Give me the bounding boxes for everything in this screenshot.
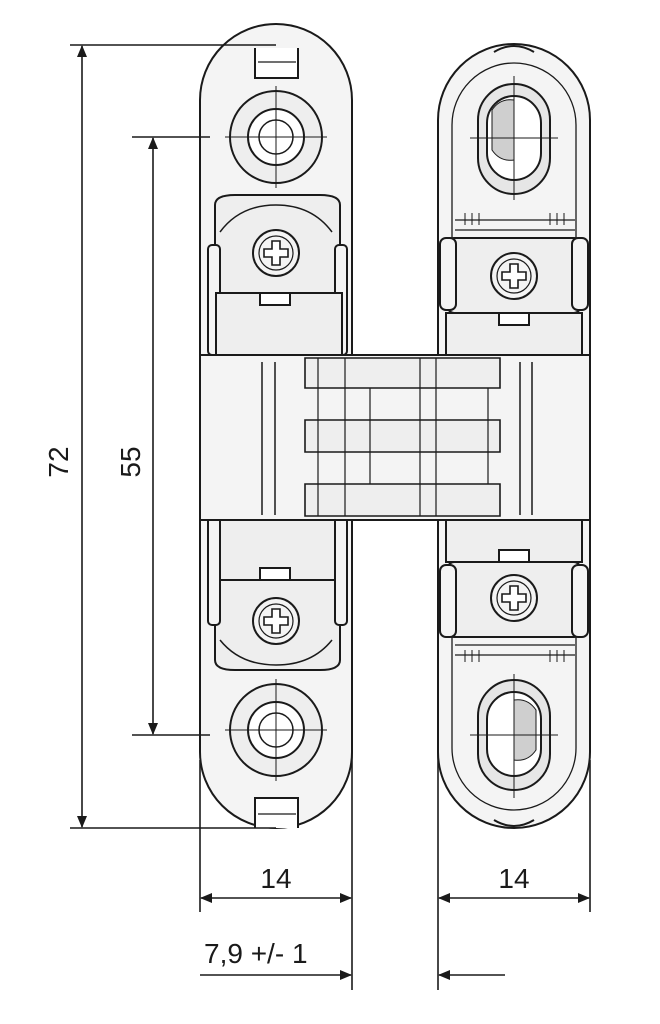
dim-overall-height-label: 72 bbox=[43, 446, 74, 477]
dim-screw-spacing-label: 55 bbox=[115, 446, 146, 477]
dimension-lines bbox=[70, 44, 591, 990]
hinge-linkage bbox=[199, 354, 591, 521]
dimension-labels: 72 55 14 14 7,9 +/- 1 bbox=[43, 446, 530, 969]
left-hinge-leaf bbox=[199, 23, 353, 829]
dim-right-width-label: 14 bbox=[498, 863, 529, 894]
dim-left-width-label: 14 bbox=[260, 863, 291, 894]
dim-gap-label: 7,9 +/- 1 bbox=[204, 938, 308, 969]
right-hinge-leaf bbox=[437, 43, 591, 829]
